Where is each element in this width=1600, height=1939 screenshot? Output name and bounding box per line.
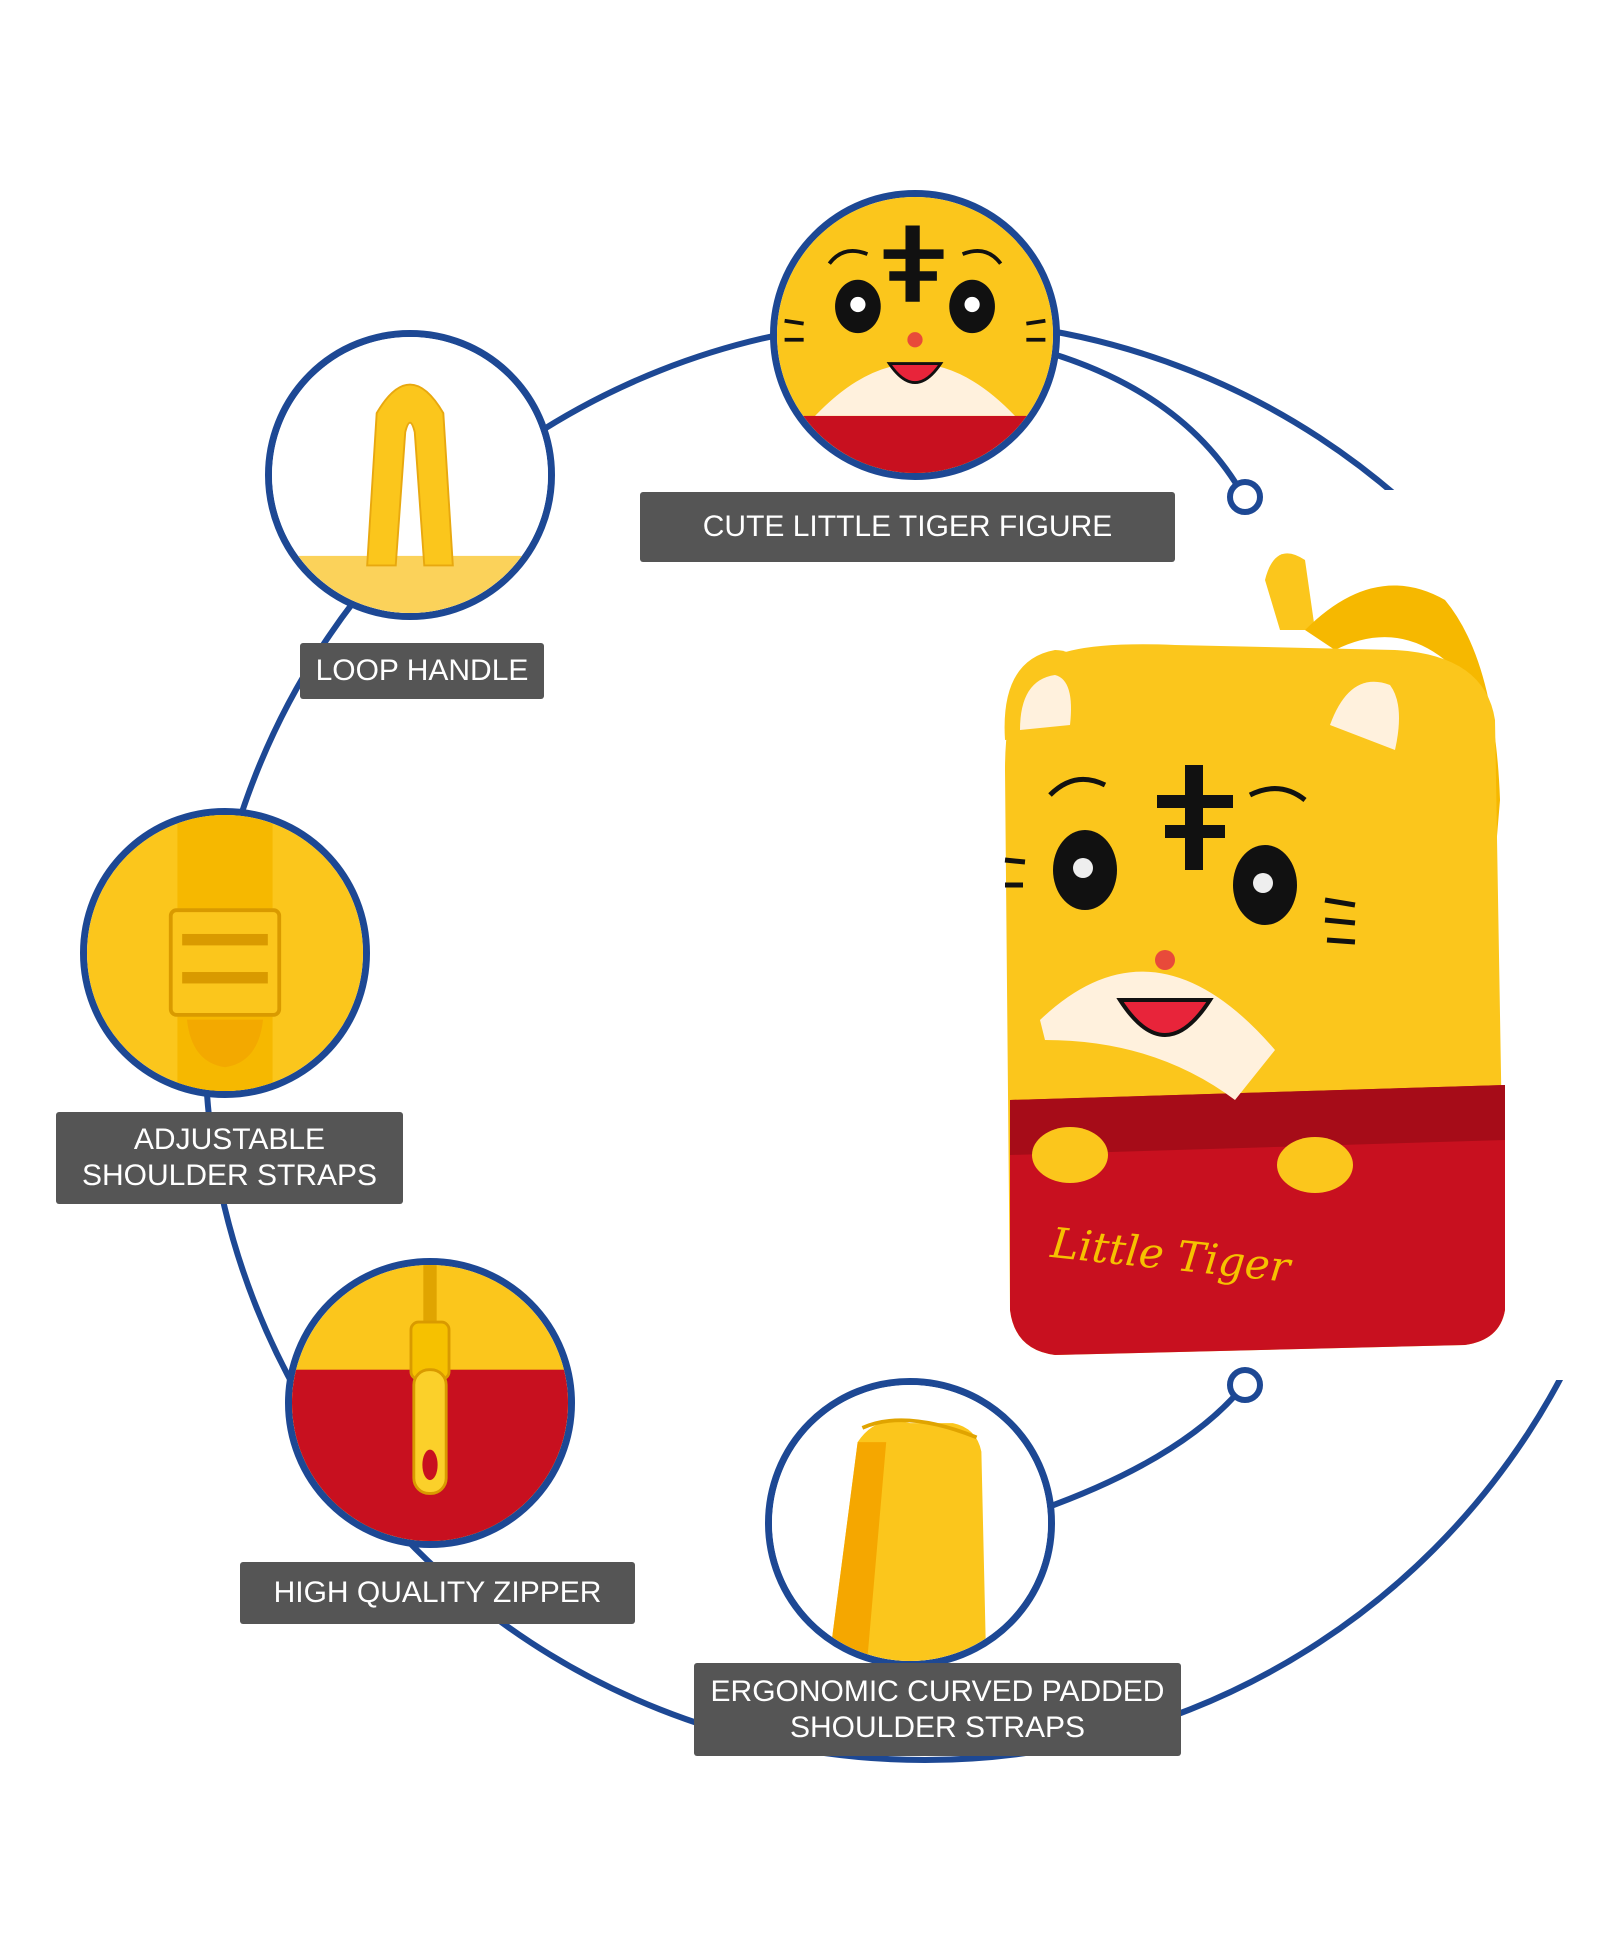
strap-buckle-icon — [87, 815, 363, 1091]
zipper-label: HIGH QUALITY ZIPPER — [240, 1562, 635, 1624]
loop-handle-label: LOOP HANDLE — [300, 643, 544, 699]
loop-handle-icon — [272, 337, 548, 613]
zipper-detail-image — [285, 1258, 575, 1548]
tiger-figure-label: CUTE LITTLE TIGER FIGURE — [640, 492, 1175, 562]
padded-straps-label: ERGONOMIC CURVED PADDED SHOULDER STRAPS — [694, 1663, 1181, 1756]
adjustable-straps-label: ADJUSTABLE SHOULDER STRAPS — [56, 1112, 403, 1204]
tiger-figure-detail-image — [770, 190, 1060, 480]
zipper-icon — [292, 1265, 568, 1541]
loop-handle-detail-image — [265, 330, 555, 620]
tiger-backpack-product-image: Little Tiger — [1004, 553, 1505, 1355]
padded-straps-detail-image — [765, 1378, 1055, 1668]
tiger-face-icon — [777, 197, 1053, 473]
endpoint-dot-bottom — [1227, 1367, 1263, 1403]
endpoint-dot-top — [1227, 479, 1263, 515]
adjustable-straps-detail-image — [80, 808, 370, 1098]
padded-strap-icon — [772, 1385, 1048, 1661]
